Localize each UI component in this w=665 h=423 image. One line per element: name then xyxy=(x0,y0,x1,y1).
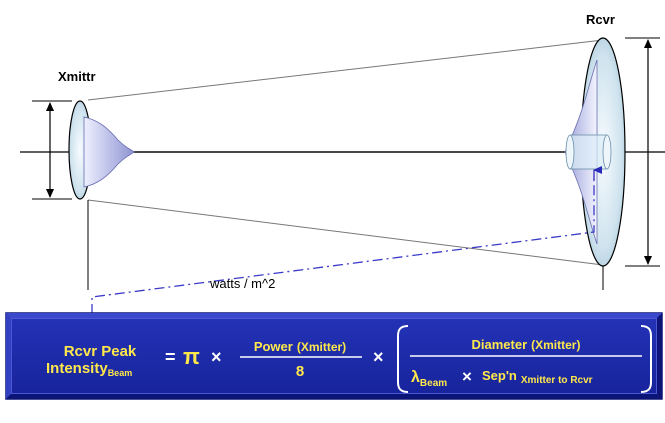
pi-symbol: π xyxy=(183,344,200,369)
transmitter-label: Xmittr xyxy=(58,69,96,84)
denominator-eight: 8 xyxy=(296,363,304,380)
left-bracket xyxy=(397,325,409,393)
times-sign-3: × xyxy=(462,367,472,386)
beam-edge-top xyxy=(87,39,604,101)
power-term: Power(Xmitter) xyxy=(254,339,346,354)
lambda-sub: Beam xyxy=(420,378,447,389)
units-label: watts / m^2 xyxy=(209,276,275,291)
formula-lhs-line1: Rcvr Peak xyxy=(64,343,137,360)
equals-sign: = xyxy=(165,347,176,367)
formula-lhs-line2: IntensityBeam xyxy=(46,360,132,378)
transmitter-dish xyxy=(68,100,135,290)
transmitter-gaussian xyxy=(83,116,135,188)
times-sign-1: × xyxy=(211,347,222,367)
receiver-diameter-dimension xyxy=(625,37,660,267)
separation-sub: Xmitter to Rcvr xyxy=(521,375,593,386)
times-sign-2: × xyxy=(373,347,384,367)
receiver-label: Rcvr xyxy=(586,12,615,27)
receiver-dish xyxy=(564,37,626,290)
transmitter-diameter-dimension xyxy=(32,100,72,200)
formula-lhs-sub: Beam xyxy=(108,368,133,378)
beam-edge-bottom xyxy=(87,199,604,266)
peak-intensity-callout xyxy=(91,166,602,314)
diameter-term: Diameter(Xmitter) xyxy=(472,337,581,352)
right-bracket xyxy=(640,325,652,393)
lambda-term: λBeam xyxy=(411,369,447,389)
